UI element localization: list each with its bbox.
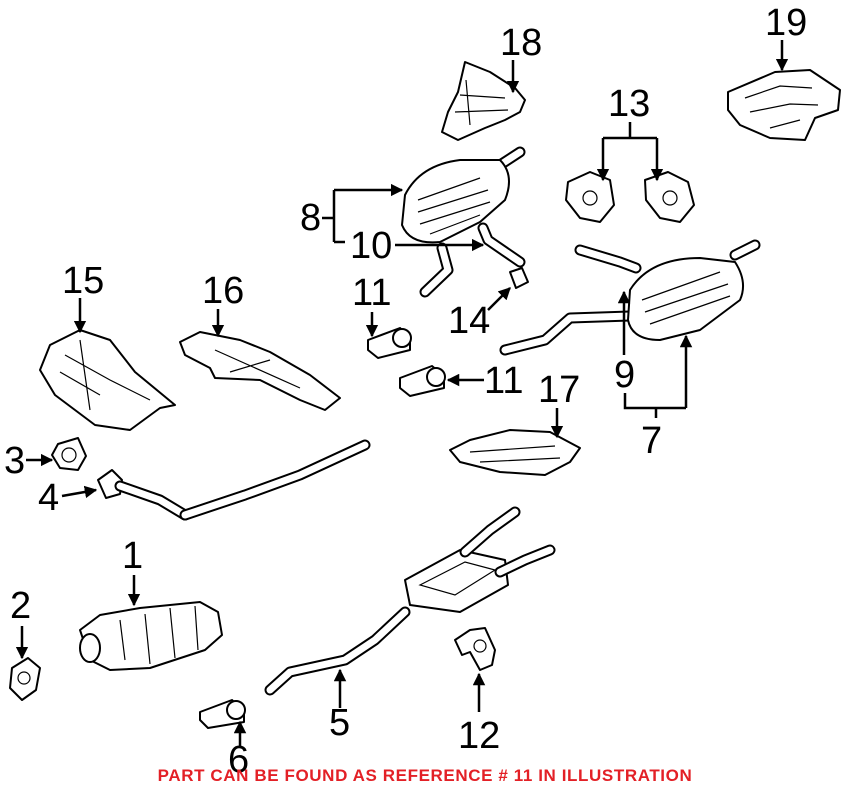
callout-19: 19	[765, 2, 807, 44]
part-8-front-muffler[interactable]	[401, 146, 526, 298]
leader-13	[603, 122, 657, 140]
part-4-front-pipe[interactable]	[97, 439, 371, 521]
part-9-pipe[interactable]	[574, 244, 642, 274]
part-19-heat-shield[interactable]	[727, 69, 841, 141]
part-12-hanger[interactable]	[454, 627, 496, 671]
callout-4: 4	[38, 477, 59, 519]
leader-4	[61, 485, 98, 499]
part-13-hanger-right[interactable]	[644, 171, 695, 223]
callout-12: 12	[458, 715, 500, 757]
part-11-sensor-lower[interactable]	[399, 365, 446, 397]
callout-6: 6	[228, 739, 249, 781]
callout-7: 7	[641, 420, 662, 462]
part-17-heat-shield[interactable]	[449, 429, 581, 476]
callout-5: 5	[329, 702, 350, 744]
callout-10: 10	[350, 225, 392, 267]
part-2-gasket[interactable]	[9, 657, 41, 701]
part-11-sensor-upper[interactable]	[367, 327, 412, 359]
callout-2: 2	[10, 585, 31, 627]
part-7-rear-muffler[interactable]	[499, 239, 761, 356]
callout-1: 1	[122, 535, 143, 577]
part-3-gasket[interactable]	[51, 437, 87, 471]
part-6-sensor[interactable]	[199, 699, 246, 729]
callout-13: 13	[608, 83, 650, 125]
part-10-clamp[interactable]	[477, 222, 526, 268]
part-15-heat-shield[interactable]	[39, 329, 176, 431]
part-1-catalytic-converter[interactable]	[79, 601, 223, 671]
callout-8: 8	[300, 197, 321, 239]
callout-3: 3	[4, 440, 25, 482]
callout-11-upper: 11	[352, 272, 391, 314]
callout-16: 16	[202, 270, 244, 312]
leader-8	[322, 190, 345, 244]
callout-17: 17	[538, 369, 580, 411]
part-14-bracket[interactable]	[509, 267, 529, 289]
part-16-heat-shield[interactable]	[179, 331, 341, 411]
part-13-hanger-left[interactable]	[565, 171, 615, 223]
part-5-center-pipe[interactable]	[264, 506, 556, 696]
callout-15: 15	[62, 260, 104, 302]
reference-note: PART CAN BE FOUND AS REFERENCE # 11 IN I…	[158, 766, 693, 785]
leader-14	[487, 287, 511, 311]
callout-14: 14	[448, 300, 490, 342]
callout-11-lower: 11	[484, 360, 523, 402]
callout-9: 9	[614, 354, 635, 396]
callout-18: 18	[500, 22, 542, 64]
leader-7	[623, 393, 686, 418]
